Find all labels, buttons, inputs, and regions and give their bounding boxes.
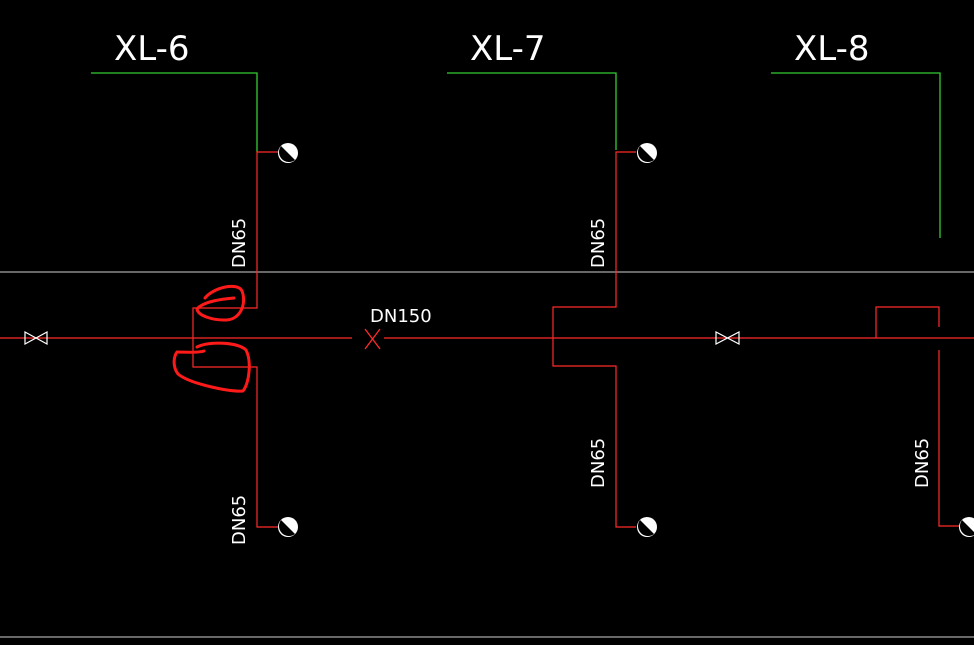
reducer-x-icon <box>364 328 381 350</box>
nozzle-icon <box>278 143 298 163</box>
annotation-scribble-top <box>195 284 246 322</box>
riser-line-xl-8 <box>771 72 941 238</box>
main-pipe-label: DN150 <box>370 306 432 327</box>
branch-label: DN65 <box>588 218 609 268</box>
branch-xl-8 <box>875 306 960 527</box>
riser-label-xl-7: XL-7 <box>470 29 546 69</box>
branch-xl-7 <box>552 151 636 528</box>
branch-label: DN65 <box>229 495 250 545</box>
riser-label-xl-8: XL-8 <box>794 29 870 69</box>
riser-line-xl-6 <box>91 72 258 152</box>
annotation-scribble-bottom <box>172 341 251 393</box>
nozzle-icon <box>637 517 657 537</box>
branch-label: DN65 <box>588 438 609 488</box>
gate-valve-icon <box>715 331 740 345</box>
branch-xl-6 <box>192 151 278 528</box>
nozzle-icon <box>278 517 298 537</box>
riser-label-xl-6: XL-6 <box>114 29 190 69</box>
nozzle-icon <box>959 517 974 537</box>
gate-valve-icon <box>24 330 48 346</box>
branch-label: DN65 <box>912 438 933 488</box>
riser-line-xl-7 <box>447 72 617 150</box>
nozzle-icon <box>637 143 657 163</box>
branch-label: DN65 <box>229 218 250 268</box>
